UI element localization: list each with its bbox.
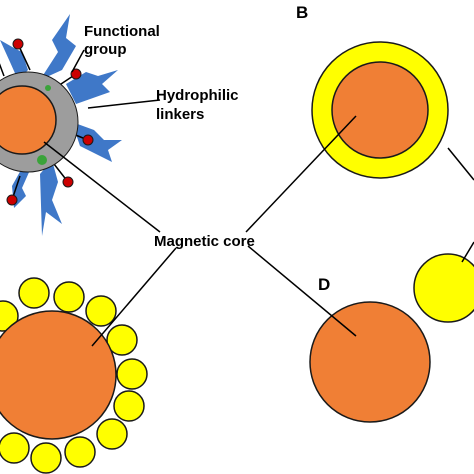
yellow-satellite — [64, 436, 96, 468]
functional-group-dot — [12, 38, 24, 50]
magnetic-core-b — [331, 61, 429, 159]
label-functional-line2: group — [84, 41, 127, 58]
green-marker — [45, 85, 51, 91]
label-functional-line1: Functional — [84, 23, 160, 40]
yellow-satellite — [0, 432, 30, 464]
pointer-core-d — [247, 245, 357, 337]
yellow-satellite — [116, 358, 148, 390]
green-marker — [37, 155, 47, 165]
yellow-satellite — [106, 324, 138, 356]
panel-a-particle — [0, 14, 122, 236]
functional-group-dot — [62, 176, 74, 188]
panel-b-particle — [311, 41, 449, 179]
pointer-core-c — [91, 247, 177, 347]
pointer-functional-group — [71, 49, 85, 73]
yellow-satellite — [85, 295, 117, 327]
functional-group-sticks — [0, 38, 94, 206]
magnetic-core-d — [309, 301, 431, 423]
yellow-satellite — [96, 418, 128, 450]
panel-d-particle — [309, 253, 474, 423]
panel-label-b: B — [296, 3, 308, 22]
blue-spike — [72, 122, 122, 162]
text-labels: Functional group Hydrophilic linkers Mag… — [84, 3, 330, 294]
panel-label-d: D — [318, 275, 330, 294]
pointer-core-a — [43, 141, 161, 233]
label-hydrophilic-line1: Hydrophilic — [156, 87, 239, 104]
pointer-core-b — [245, 115, 357, 233]
pointer-lines — [43, 49, 474, 347]
magnetic-core-c — [0, 310, 117, 440]
blue-spike — [0, 40, 28, 80]
magnetic-core-a — [0, 85, 57, 155]
blue-spike — [40, 160, 62, 236]
yellow-satellite — [53, 281, 85, 313]
functional-group-dot — [70, 68, 82, 80]
pointer-hydrophilic-linkers — [87, 99, 161, 109]
functional-group-dot — [6, 194, 18, 206]
pointer-right-upper — [447, 147, 474, 181]
pointer-right-lower — [461, 241, 474, 263]
functional-group-dot — [82, 134, 94, 146]
yellow-satellite — [30, 442, 62, 474]
blue-spike — [40, 14, 76, 80]
yellow-sphere — [413, 253, 474, 323]
label-hydrophilic-line2: linkers — [156, 106, 204, 123]
panel-c-particle — [0, 277, 148, 474]
yellow-satellite — [113, 390, 145, 422]
label-magnetic-core: Magnetic core — [154, 233, 255, 250]
yellow-satellite — [18, 277, 50, 309]
yellow-satellites — [0, 277, 148, 474]
